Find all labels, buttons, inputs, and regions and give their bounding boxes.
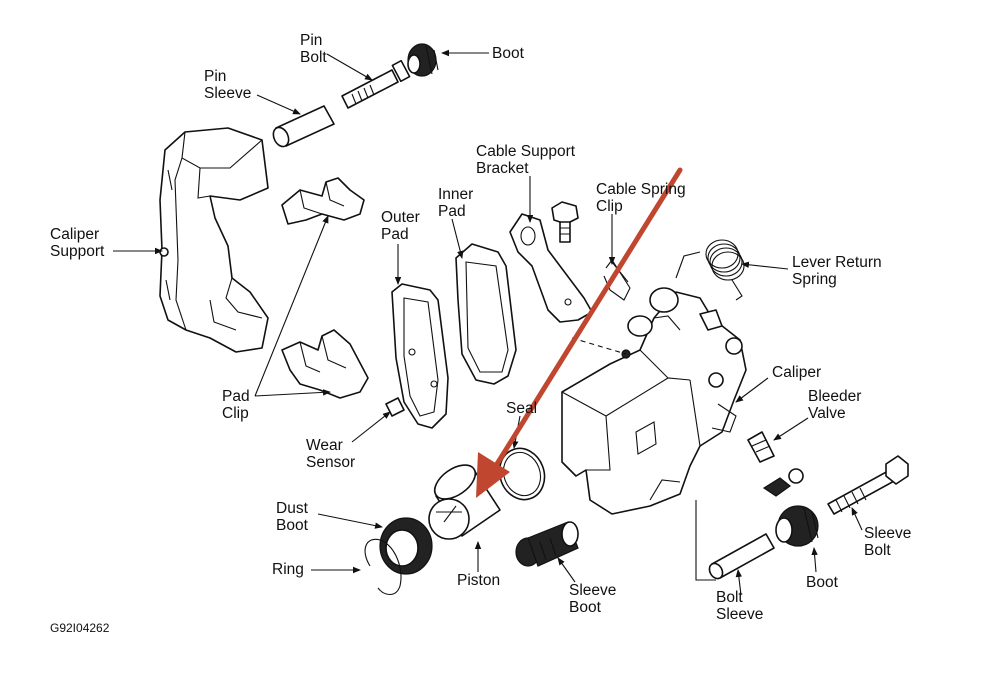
upper-pad-clip-part [281,177,365,225]
leader-lines [113,49,863,596]
bleeder-cap-part [762,468,804,497]
lower-pad-clip-part [281,329,369,399]
cable-support-bracket-part [509,213,593,323]
bottom-boot-part [775,505,819,547]
seal-part [498,447,546,501]
dust-boot-part [379,517,433,575]
label-seal: Seal [506,400,538,417]
caliper-support-part [159,127,269,353]
cable-spring-clip-part [603,259,631,301]
label-boot-bottom: Boot [806,574,838,591]
highlight-arrow [476,167,683,498]
pin-sleeve-part [272,105,335,148]
label-ring: Ring [272,561,304,578]
pin-bolt-part [341,59,411,109]
bleeder-valve-part [747,431,775,463]
ring-part [364,538,402,596]
label-piston: Piston [457,572,501,589]
outer-pad-part [385,283,449,429]
label-caliper: Caliper [772,364,822,381]
sleeve-bolt-part [827,455,909,515]
bolt-sleeve-part [708,533,775,580]
sleeve-boot-part [515,521,579,567]
bracket-bolt-part [551,201,579,243]
label-boot-top: Boot [492,45,524,62]
lever-return-spring-part [675,239,745,301]
top-boot-part [407,43,439,77]
figure-code: G92I04262 [50,621,110,635]
inner-pad-part [455,243,517,385]
caliper-body-part [561,287,747,515]
